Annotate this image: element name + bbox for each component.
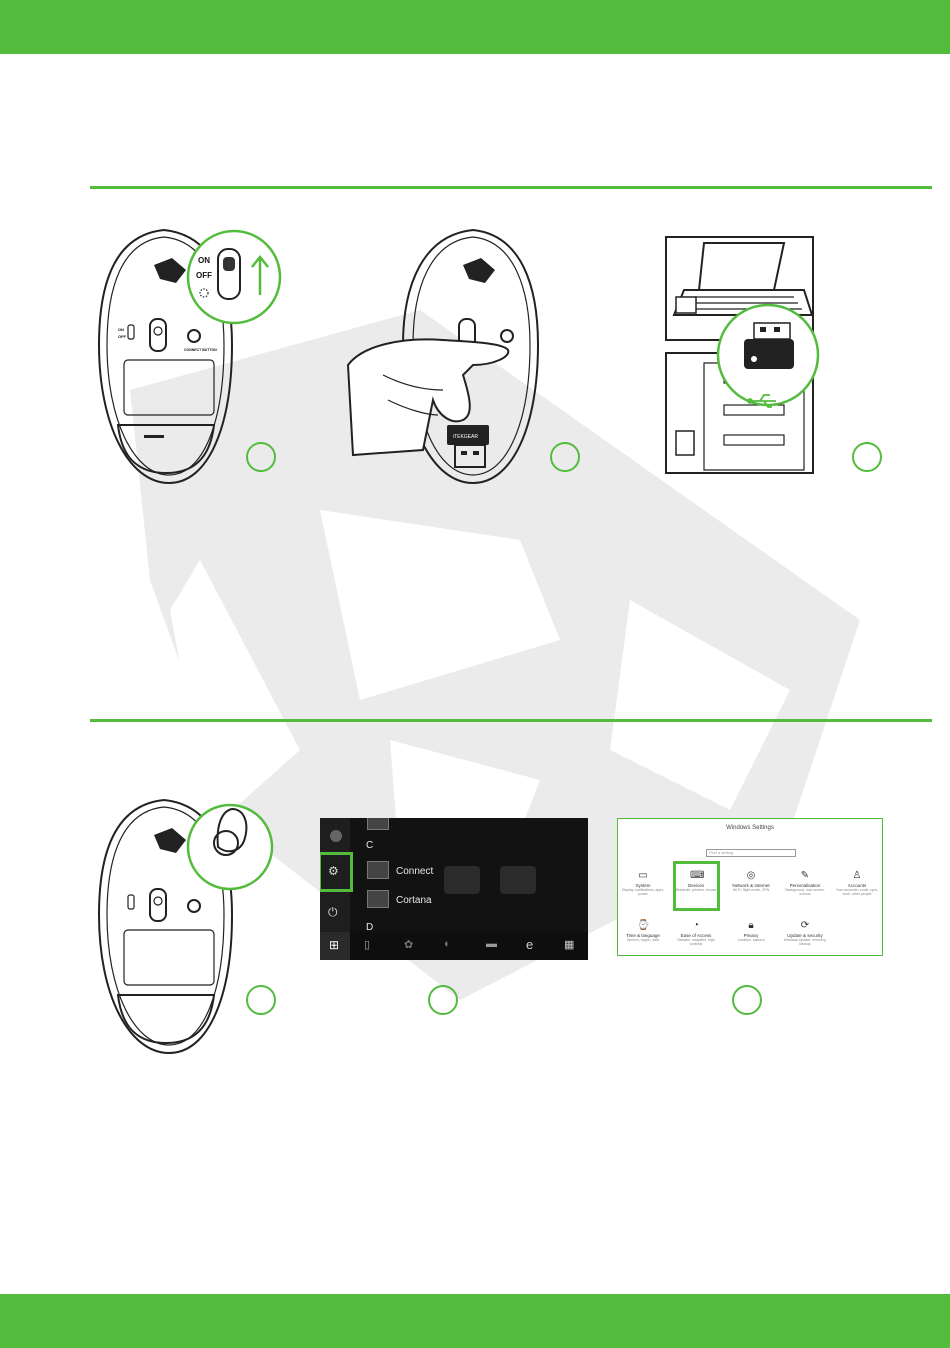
section-letter-c: C: [366, 840, 374, 851]
usb-icon: [747, 394, 776, 408]
devices-highlight: [673, 861, 720, 911]
taskbar: ⊞ ▯ ✿ ◐ ▬ e ▦: [320, 932, 588, 960]
settings-devices[interactable]: ⌨ Devices Bluetooth, printers, mouse: [675, 870, 717, 893]
small-off-label: OFF: [118, 334, 127, 339]
folder-icon[interactable]: ▬: [486, 938, 497, 950]
step-circle-2: [550, 442, 580, 472]
step-circle-5: [428, 985, 458, 1015]
press-connect-button-illustration: [97, 798, 274, 1055]
globe-icon: ◎: [746, 870, 756, 881]
settings-personalisation[interactable]: ✎ Personalisation Background, lock scree…: [785, 870, 825, 897]
switch-on-label: ON: [198, 256, 210, 265]
settings-privacy[interactable]: 🔒︎ Privacy Location, camera: [737, 920, 765, 943]
windows-start-icon[interactable]: ⊞: [329, 938, 340, 952]
windows-settings-title: Windows Settings: [726, 825, 774, 831]
avatar[interactable]: [330, 830, 342, 842]
settings-update-security[interactable]: ⟳ Update & security Windows Update, reco…: [783, 920, 827, 947]
settings-highlight: [320, 852, 353, 892]
app-icon[interactable]: ✿: [404, 939, 414, 951]
step-circle-4: [246, 985, 276, 1015]
connect-icon: [367, 861, 389, 879]
lock-icon: 🔒︎: [748, 920, 754, 931]
update-icon: ⟳: [800, 920, 810, 931]
start-item-connect[interactable]: Connect: [396, 866, 434, 877]
section1-divider: [90, 186, 932, 189]
small-on-label: ON: [118, 327, 124, 332]
settings-time-language[interactable]: ⌚ Time & language Speech, region, date: [626, 920, 660, 943]
connect-button-label: CONNECT BUTTON: [184, 348, 217, 352]
footer-band: [0, 1294, 950, 1348]
section-letter-d: D: [366, 922, 374, 933]
edge-icon[interactable]: e: [526, 937, 534, 952]
start-menu-screenshot: ⚙ ⏻ C Connect Cortana D ⊞ ▯ ✿ ◐ ▬ e ▦: [320, 818, 588, 960]
step-circle-1: [246, 442, 276, 472]
store-icon[interactable]: ▦: [564, 939, 575, 951]
ease-icon: ◔: [692, 920, 700, 931]
task-view-icon[interactable]: ▯: [364, 939, 371, 951]
step-circle-6: [732, 985, 762, 1015]
settings-system[interactable]: ▭ System Display, notifications, apps, p…: [621, 870, 665, 897]
keyboard-icon: ⌨: [690, 870, 705, 881]
windows-settings-screenshot: Windows Settings Find a setting ▭ System…: [617, 818, 883, 956]
plug-receiver-illustration: [665, 236, 820, 474]
person-icon: ♙: [852, 870, 862, 881]
remove-receiver-illustration: iTEKGEAR: [346, 228, 540, 485]
laptop-icon: ▭: [638, 870, 648, 881]
settings-ease-of-access[interactable]: ◔ Ease of Access Narrator, magnifier, hi…: [677, 920, 715, 947]
cortana-icon: [367, 890, 389, 908]
power-icon[interactable]: ⏻: [328, 905, 338, 919]
gear-icon[interactable]: ⚙: [328, 864, 339, 878]
header-band: [0, 0, 950, 54]
switch-off-label: OFF: [196, 271, 212, 280]
settings-accounts[interactable]: ♙ Accounts Your accounts, email, sync, w…: [835, 870, 879, 897]
start-item-cortana[interactable]: Cortana: [396, 895, 432, 906]
app-icon[interactable]: ◐: [444, 938, 451, 950]
settings-search-input[interactable]: Find a setting: [706, 849, 796, 857]
receiver-brand-label: iTEKGEAR: [453, 434, 478, 440]
brush-icon: ✎: [800, 870, 810, 881]
section2-divider: [90, 719, 932, 722]
clock-language-icon: ⌚: [637, 920, 650, 931]
settings-network[interactable]: ◎ Network & Internet Wi-Fi, flight mode,…: [732, 870, 770, 893]
step-circle-3: [852, 442, 882, 472]
mouse-power-switch-illustration: ON OFF CONNECT BUTTON ON OFF: [97, 228, 282, 485]
